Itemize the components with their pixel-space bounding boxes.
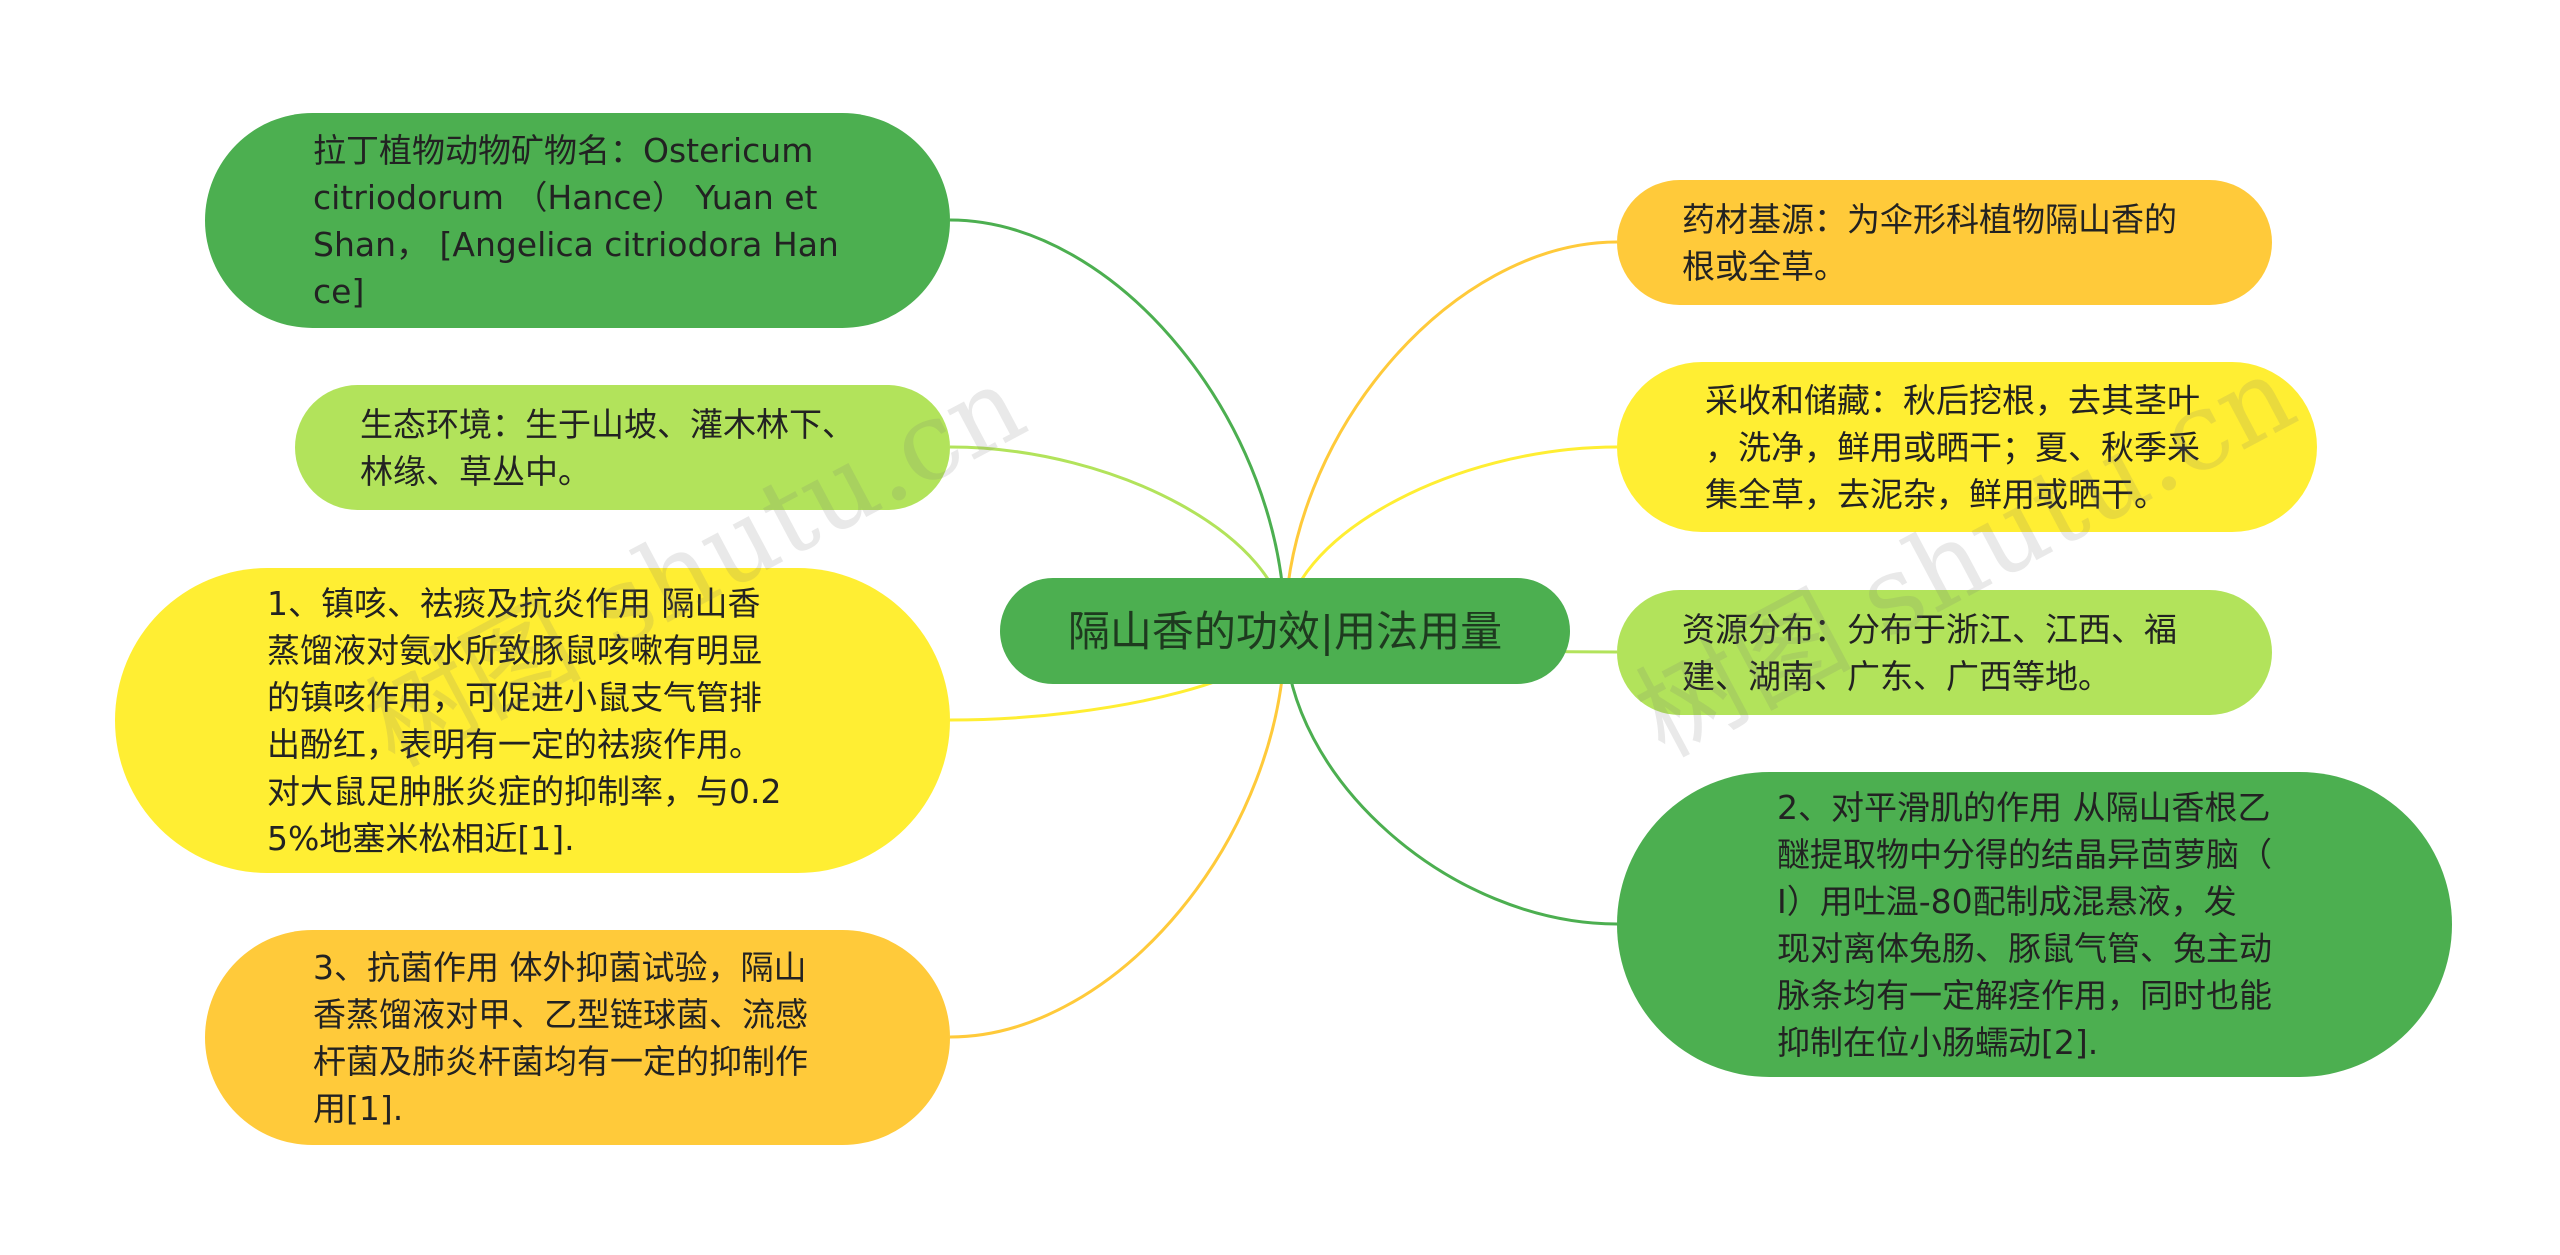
- node-harvest-text: 采收和储藏：秋后挖根，去其茎叶 ，洗净，鲜用或晒干；夏、秋季采 集全草，去泥杂，…: [1705, 380, 2200, 514]
- node-ecology[interactable]: 生态环境：生于山坡、灌木林下、 林缘、草丛中。: [295, 385, 950, 510]
- node-distribution-text: 资源分布：分布于浙江、江西、福 建、湖南、广东、广西等地。: [1682, 609, 2177, 696]
- node-effect-antibacterial[interactable]: 3、抗菌作用 体外抑菌试验，隔山 香蒸馏液对甲、乙型链球菌、流感 杆菌及肺炎杆菌…: [205, 930, 950, 1145]
- node-effect-smooth-muscle[interactable]: 2、对平滑肌的作用 从隔山香根乙 醚提取物中分得的结晶异茴萝脑（ Ⅰ）用吐温-8…: [1617, 772, 2452, 1077]
- node-latin-name[interactable]: 拉丁植物动物矿物名：Ostericum citriodorum （Hance） …: [205, 113, 950, 328]
- node-source[interactable]: 药材基源：为伞形科植物隔山香的 根或全草。: [1617, 180, 2272, 305]
- link-source: [1283, 240, 1618, 632]
- node-distribution[interactable]: 资源分布：分布于浙江、江西、福 建、湖南、广东、广西等地。: [1617, 590, 2272, 715]
- node-effect-antibacterial-text: 3、抗菌作用 体外抑菌试验，隔山 香蒸馏液对甲、乙型链球菌、流感 杆菌及肺炎杆菌…: [313, 947, 808, 1128]
- node-effect-antitussive-text: 1、镇咳、祛痰及抗炎作用 隔山香 蒸馏液对氨水所致豚鼠咳嗽有明显 的镇咳作用，可…: [267, 583, 782, 858]
- link-eff2: [1283, 630, 1618, 926]
- node-harvest[interactable]: 采收和储藏：秋后挖根，去其茎叶 ，洗净，鲜用或晒干；夏、秋季采 集全草，去泥杂，…: [1617, 362, 2317, 532]
- node-ecology-text: 生态环境：生于山坡、灌木林下、 林缘、草丛中。: [360, 404, 855, 491]
- link-eff3: [949, 630, 1287, 1039]
- node-latin-name-text: 拉丁植物动物矿物名：Ostericum citriodorum （Hance） …: [313, 130, 839, 311]
- node-effect-antitussive[interactable]: 1、镇咳、祛痰及抗炎作用 隔山香 蒸馏液对氨水所致豚鼠咳嗽有明显 的镇咳作用，可…: [115, 568, 950, 873]
- link-latin: [949, 218, 1287, 632]
- node-effect-smooth-muscle-text: 2、对平滑肌的作用 从隔山香根乙 醚提取物中分得的结晶异茴萝脑（ Ⅰ）用吐温-8…: [1777, 787, 2272, 1062]
- central-topic-label: 隔山香的功效|用法用量: [1067, 606, 1503, 656]
- node-source-text: 药材基源：为伞形科植物隔山香的 根或全草。: [1682, 199, 2177, 286]
- central-topic[interactable]: 隔山香的功效|用法用量: [1000, 578, 1570, 684]
